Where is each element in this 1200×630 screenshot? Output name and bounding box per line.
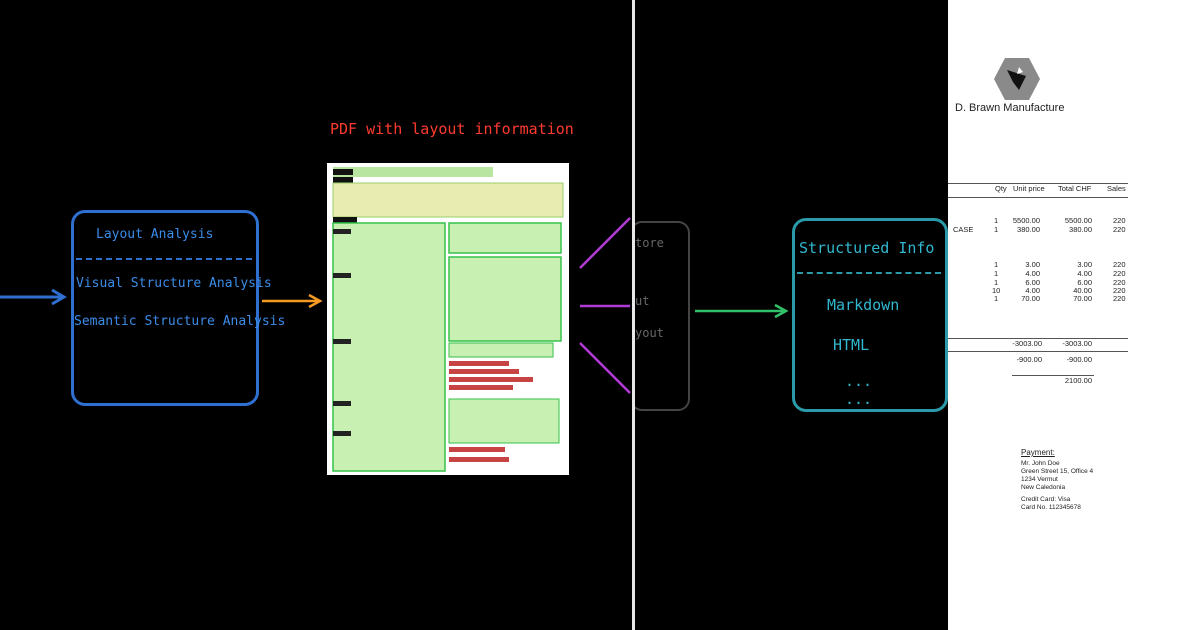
connector-layer: [0, 217, 631, 394]
pdf-layout-graphic: [332, 167, 564, 472]
row-qty: 10: [992, 286, 1001, 295]
payment-line: New Caledonia: [1021, 484, 1066, 491]
layout-analysis-title: Layout Analysis: [96, 227, 214, 242]
pdf-layout-thumbnail: [327, 163, 569, 475]
store-label: tore: [635, 236, 664, 250]
row-sales: 220: [1113, 269, 1126, 278]
header-rule-top: [948, 183, 1128, 184]
row-qty: 1: [994, 269, 999, 278]
col-total: Total CHF: [1058, 184, 1092, 193]
adjust-rule: [948, 338, 1128, 339]
layout-analysis-box: [71, 210, 259, 406]
analysis-to-pdf-arrow-head: [308, 293, 323, 309]
row-qty: 1: [994, 294, 999, 303]
structured-info-box: [792, 218, 948, 412]
payment-line: Mr. John Doe: [1021, 460, 1060, 467]
payment-line: Credit Card: Visa: [1021, 496, 1071, 503]
row-desc: CASE: [953, 225, 974, 234]
company-name: D. Brawn Manufacture: [955, 102, 1065, 114]
payment-heading: Payment:: [1021, 448, 1055, 457]
col-sales: Sales: [1107, 184, 1126, 193]
row-total: 6.00: [1077, 278, 1092, 287]
ellipsis-1: ...: [845, 372, 873, 390]
adjust-unit: -3003.00: [1012, 339, 1042, 348]
row-qty: 1: [994, 278, 999, 287]
adjust-unit: -900.00: [1016, 355, 1042, 364]
semantic-structure-label: Semantic Structure Analysis: [74, 314, 286, 329]
adjust-total: -900.00: [1066, 355, 1092, 364]
row-unit: 3.00: [1025, 260, 1040, 269]
store-to-struct-arrow-head: [774, 303, 789, 319]
output-label: ut: [635, 294, 650, 308]
payment-line: 1234 Vermut: [1021, 476, 1058, 483]
col-unit-price: Unit price: [1013, 184, 1045, 193]
row-total: 4.00: [1077, 269, 1092, 278]
structured-output-panel: tore ut yout Structured Info Markdown HT…: [635, 0, 948, 630]
row-sales: 220: [1113, 294, 1126, 303]
markdown-label: Markdown: [827, 296, 900, 314]
hexagon-logo-icon: [994, 58, 1040, 100]
row-total: 3.00: [1077, 260, 1092, 269]
adjust-total: -3003.00: [1062, 339, 1092, 348]
panel-divider: [632, 0, 635, 630]
store-box: [635, 221, 690, 411]
struct-connector-layer: [695, 303, 789, 319]
row-qty: 1: [994, 225, 999, 234]
adjust-rule-2: [948, 351, 1128, 352]
html-label: HTML: [833, 336, 870, 354]
row-unit: 4.00: [1025, 286, 1040, 295]
row-total: 40.00: [1073, 286, 1092, 295]
row-sales: 220: [1113, 225, 1126, 234]
col-qty: Qty: [995, 184, 1007, 193]
input-arrow-head: [51, 288, 67, 306]
row-total: 380.00: [1069, 225, 1092, 234]
row-total: 5500.00: [1064, 216, 1092, 225]
row-sales: 220: [1113, 278, 1126, 287]
row-qty: 1: [994, 260, 999, 269]
pdf-title: PDF with layout information: [330, 120, 574, 138]
invoice-panel: D. Brawn Manufacture Qty Unit price Tota…: [948, 0, 1200, 630]
structured-info-title: Structured Info: [799, 239, 935, 257]
payment-line: Green Street 15, Office 4: [1021, 468, 1094, 475]
row-unit: 5500.00: [1012, 216, 1040, 225]
row-unit: 4.00: [1025, 269, 1040, 278]
row-unit: 380.00: [1017, 225, 1040, 234]
struct-box-divider: [797, 272, 941, 274]
row-unit: 6.00: [1025, 278, 1040, 287]
grand-total: 2100.00: [1064, 376, 1092, 385]
row-sales: 220: [1113, 216, 1126, 225]
layout-pipeline-panel: Layout Analysis Visual Structure Analysi…: [0, 120, 631, 475]
row-qty: 1: [994, 216, 999, 225]
layout-box-divider: [76, 258, 252, 260]
purple-connector-bottom: [579, 342, 631, 394]
header-rule-bottom: [948, 197, 1128, 198]
ellipsis-2: ...: [845, 390, 873, 408]
row-total: 70.00: [1073, 294, 1092, 303]
purple-connector-top: [579, 217, 631, 269]
layout-label: yout: [635, 326, 664, 340]
row-sales: 220: [1113, 286, 1126, 295]
row-sales: 220: [1113, 260, 1126, 269]
visual-structure-label: Visual Structure Analysis: [76, 276, 272, 291]
row-unit: 70.00: [1021, 294, 1040, 303]
payment-line: Card No. 112345678: [1021, 504, 1081, 511]
total-rule: [1012, 375, 1094, 376]
